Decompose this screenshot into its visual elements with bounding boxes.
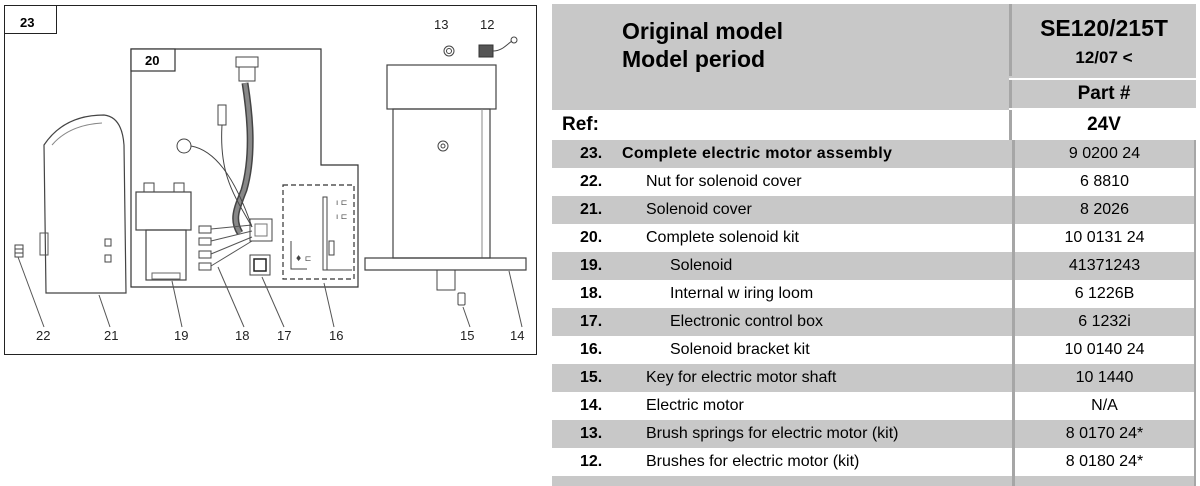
table-header: Original model Model period SE120/215T 1… [552,4,1196,78]
row-description: Solenoid [670,257,733,274]
part-number-header-row: Part # [552,78,1196,110]
row-part-number: N/A [1012,392,1196,420]
row-part-number: 10 1440 [1012,364,1196,392]
voltage-label: 24V [1009,110,1196,140]
row-part-number: 6 1226B [1012,280,1196,308]
diagram-drawing: ı ⊏ ı ⊏ ♦ ⊏ [4,5,537,355]
table-row: 17. Electronic control box 6 1232i [552,308,1196,336]
row-part-number: 8 2026 [1012,196,1196,224]
callout-15: 15 [460,328,475,343]
table-row: 13. Brush springs for electric motor (ki… [552,420,1196,448]
ref-label: Ref: [562,114,599,135]
table-row: 19. Solenoid 41371243 [552,252,1196,280]
row-ref: 17. [580,313,603,330]
table-row: 15. Key for electric motor shaft 10 1440 [552,364,1196,392]
svg-text:ı ⊏: ı ⊏ [336,212,348,221]
header-original-model: Original model [622,18,784,44]
table-row: 14. Electric motor N/A [552,392,1196,420]
row-part-number: 6 1232i [1012,308,1196,336]
header-title: Original model Model period [622,17,783,73]
row-ref: 19. [580,257,603,274]
table-row: 16. Solenoid bracket kit 10 0140 24 [552,336,1196,364]
row-part-number: 9 0200 24 [1012,140,1196,168]
row-description: Electric motor [646,397,744,414]
row-ref: 20. [580,229,603,246]
row-description: Key for electric motor shaft [646,369,837,386]
callout-19: 19 [174,328,189,343]
callout-18: 18 [235,328,250,343]
table-row: 21. Solenoid cover 8 2026 [552,196,1196,224]
callout-17: 17 [277,328,292,343]
model-period-value: 12/07 < [1075,48,1133,67]
callout-21: 21 [104,328,119,343]
table-row-cutoff [552,476,1196,486]
row-description: Complete electric motor assembly [622,145,893,162]
row-part-number: 41371243 [1012,252,1196,280]
row-ref: 21. [580,201,603,218]
exploded-parts-diagram: ı ⊏ ı ⊏ ♦ ⊏ 23 20 22 21 19 18 17 16 15 1… [4,5,538,356]
table-row: 23. Complete electric motor assembly 9 0… [552,140,1196,168]
row-part-number: 10 0140 24 [1012,336,1196,364]
parts-rows: 23. Complete electric motor assembly 9 0… [552,140,1196,486]
row-description: Electronic control box [670,313,823,330]
parts-table: Original model Model period SE120/215T 1… [552,4,1196,486]
part-header-spacer [552,78,1009,110]
table-row: 12. Brushes for electric motor (kit) 8 0… [552,448,1196,476]
callout-14: 14 [510,328,525,343]
table-row: 20. Complete solenoid kit 10 0131 24 [552,224,1196,252]
svg-text:♦ ⊏: ♦ ⊏ [295,254,312,263]
row-ref: 14. [580,397,603,414]
callout-16: 16 [329,328,344,343]
table-row: 22. Nut for solenoid cover 6 8810 [552,168,1196,196]
callout-12: 12 [480,17,495,32]
model-name: SE120/215T [1040,15,1168,41]
row-description: Brushes for electric motor (kit) [646,453,860,470]
row-part-number: 6 8810 [1012,168,1196,196]
row-ref: 22. [580,173,603,190]
row-ref: 12. [580,453,603,470]
row-part-number: 8 0180 24* [1012,448,1196,476]
assembly-label-23: 23 [20,15,35,30]
row-part-number: 10 0131 24 [1012,224,1196,252]
row-ref: 15. [580,369,603,386]
model-column-header: SE120/215T 12/07 < [1009,4,1196,76]
header-model-period: Model period [622,46,766,72]
row-description: Solenoid cover [646,201,752,218]
row-part-number: 8 0170 24* [1012,420,1196,448]
row-description: Solenoid bracket kit [670,341,810,358]
callout-22: 22 [36,328,51,343]
row-ref: 13. [580,425,603,442]
row-part-number-cutoff [1012,476,1196,486]
solenoid-box-label-20: 20 [145,53,160,68]
row-description: Nut for solenoid cover [646,173,802,190]
row-description: Brush springs for electric motor (kit) [646,425,899,442]
callout-13: 13 [434,17,449,32]
table-row: 18. Internal w iring loom 6 1226B [552,280,1196,308]
part-number-header: Part # [1009,80,1196,108]
row-ref: 16. [580,341,603,358]
svg-text:ı ⊏: ı ⊏ [336,198,348,207]
row-ref: 18. [580,285,603,302]
row-ref: 23. [580,145,603,162]
row-description: Internal w iring loom [670,285,814,302]
row-description: Complete solenoid kit [646,229,799,246]
ref-header-row: Ref: 24V [552,110,1196,140]
